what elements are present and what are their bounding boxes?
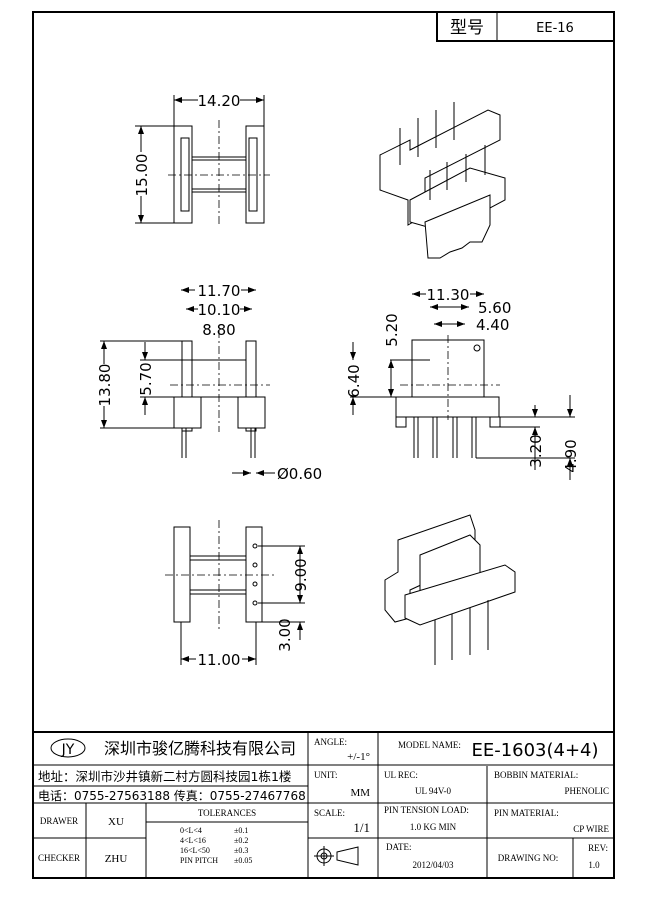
dim-pin-diameter: Ø0.60 xyxy=(277,465,322,483)
dim-top-width: 14.20 xyxy=(198,92,241,110)
type-label: 型号 xyxy=(450,18,484,38)
angle-value: +/-1° xyxy=(347,751,370,763)
svg-text:16<L<50: 16<L<50 xyxy=(180,846,210,855)
isometric-view-bottom xyxy=(384,514,516,665)
drawer-value: XU xyxy=(108,816,124,828)
top-view: 14.20 15.00 xyxy=(133,92,270,225)
model-label: MODEL NAME: xyxy=(398,740,461,750)
svg-text:PIN PITCH: PIN PITCH xyxy=(180,856,218,865)
checker-label: CHECKER xyxy=(38,853,80,863)
dim-front-width-outer: 11.70 xyxy=(198,282,241,300)
company-address: 地址：深圳市沙井镇新二村方圆科技园1栋1楼 xyxy=(38,769,291,784)
drawer-label: DRAWER xyxy=(40,816,78,826)
dim-side-height: 6.40 xyxy=(345,364,363,397)
dim-side-width: 11.30 xyxy=(427,286,470,304)
unit-value: MM xyxy=(350,787,370,799)
pin-tension-label: PIN TENSION LOAD: xyxy=(384,805,469,815)
company-logo: JY xyxy=(50,738,86,758)
dim-pin-len-short: 3.20 xyxy=(527,434,545,467)
dim-side-slot-outer: 5.60 xyxy=(478,299,511,317)
dim-bottom-pitch-span: 9.00 xyxy=(292,558,310,591)
dim-bottom-pitch: 3.00 xyxy=(276,618,294,651)
model-value: EE-1603(4+4) xyxy=(471,740,598,761)
front-view: 11.70 10.10 8.80 13.80 5.70 Ø0.60 xyxy=(96,282,322,483)
dim-bottom-width: 11.00 xyxy=(198,651,241,669)
bobbin-material-value: PHENOLIC xyxy=(565,786,610,796)
bottom-view: 9.00 3.00 11.00 xyxy=(165,520,310,669)
pin-tension-value: 1.0 KG MIN xyxy=(410,822,457,832)
pin-material-value: CP WIRE xyxy=(573,824,609,834)
scale-label: SCALE: xyxy=(314,808,345,818)
type-value: EE-16 xyxy=(536,21,574,36)
company-name: 深圳市骏亿腾科技有限公司 xyxy=(104,739,296,758)
bobbin-material-label: BOBBIN MATERIAL: xyxy=(494,770,578,780)
dim-front-window: 5.70 xyxy=(137,362,155,395)
dim-side-top: 5.20 xyxy=(383,313,401,346)
svg-text:0<L<4: 0<L<4 xyxy=(180,826,202,835)
title-block: JY 深圳市骏亿腾科技有限公司 地址：深圳市沙井镇新二村方圆科技园1栋1楼 电话… xyxy=(32,731,615,879)
dim-pin-len-long: 4.90 xyxy=(562,439,580,472)
dim-front-width-inner: 8.80 xyxy=(202,321,235,339)
svg-text:JY: JY xyxy=(61,742,75,758)
svg-text:±0.3: ±0.3 xyxy=(234,846,248,855)
tolerance-table: 0<L<4 ±0.1 4<L<16 ±0.2 16<L<50 ±0.3 PIN … xyxy=(180,826,252,865)
isometric-view-top xyxy=(379,102,506,259)
date-value: 2012/04/03 xyxy=(412,860,454,870)
dim-side-slot-inner: 4.40 xyxy=(476,316,509,334)
rev-label: REV: xyxy=(588,843,608,853)
unit-label: UNIT: xyxy=(314,770,338,780)
rev-value: 1.0 xyxy=(588,860,600,870)
svg-text:±0.05: ±0.05 xyxy=(234,856,252,865)
svg-text:4<L<16: 4<L<16 xyxy=(180,836,206,845)
svg-text:±0.1: ±0.1 xyxy=(234,826,248,835)
company-phone: 电话：0755-27563188 传真：0755-27467768 xyxy=(38,788,306,803)
dim-front-height: 13.80 xyxy=(96,364,114,407)
dim-front-width-mid: 10.10 xyxy=(198,301,241,319)
scale-value: 1/1 xyxy=(353,820,370,835)
date-label: DATE: xyxy=(386,842,412,852)
pin-material-label: PIN MATERIAL: xyxy=(494,808,559,818)
angle-label: ANGLE: xyxy=(314,737,347,747)
type-box: 型号 EE-16 xyxy=(436,11,615,42)
ul-value: UL 94V-0 xyxy=(415,786,452,796)
svg-text:±0.2: ±0.2 xyxy=(234,836,248,845)
ul-label: UL REC: xyxy=(384,770,418,780)
dim-top-height: 15.00 xyxy=(133,154,151,197)
drawing-no-label: DRAWING NO: xyxy=(498,853,559,863)
first-angle-projection-icon xyxy=(314,846,359,866)
tolerances-label: TOLERANCES xyxy=(198,808,256,818)
checker-value: ZHU xyxy=(105,853,128,865)
side-view: 11.30 5.60 4.40 5.20 6.40 3.20 4.90 xyxy=(345,286,580,480)
